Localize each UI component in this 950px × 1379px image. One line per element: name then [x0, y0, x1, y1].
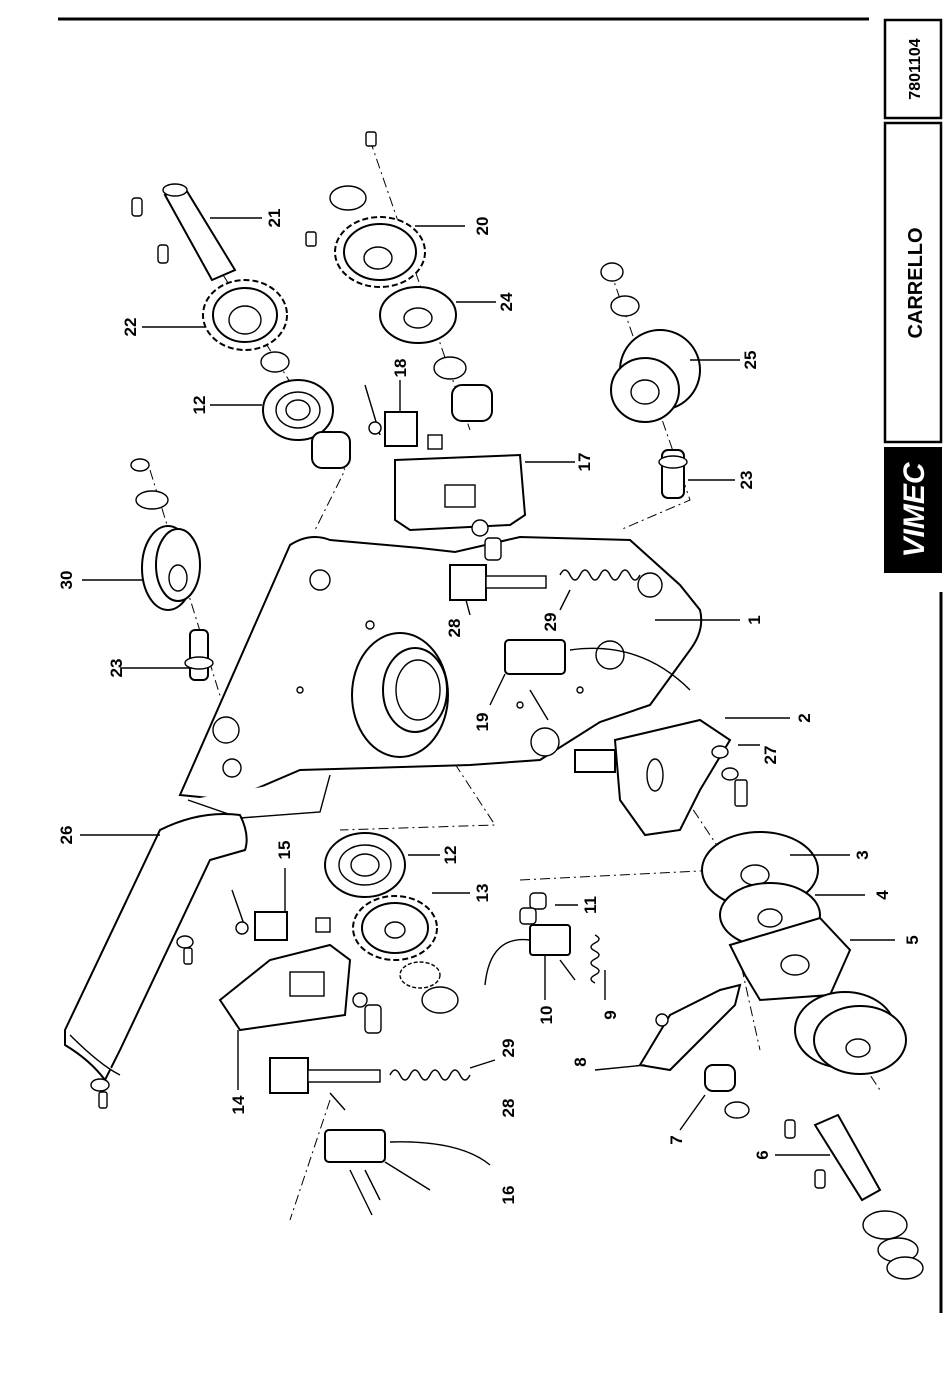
part-lower-pulley: [795, 992, 906, 1074]
callout-26: 26: [57, 826, 76, 845]
callout-21: 21: [265, 209, 284, 228]
callout-12-lower: 12: [441, 846, 460, 865]
callout-2: 2: [795, 713, 814, 722]
part-23-shaft-left: [185, 630, 213, 680]
callout-8: 8: [571, 1057, 590, 1066]
callout-23-right: 23: [737, 471, 756, 490]
callout-12-upper: 12: [190, 396, 209, 415]
brand-logo-text: VIMEC: [898, 461, 931, 557]
part-18-microswitch: [365, 385, 442, 449]
callout-4: 4: [873, 890, 892, 900]
part-20-gear: [306, 132, 425, 287]
callout-18: 18: [391, 359, 410, 378]
part-11-spacers: [520, 893, 546, 924]
callout-1: 1: [745, 615, 764, 624]
callout-9: 9: [601, 1010, 620, 1019]
part-26-cover: [65, 814, 247, 1108]
callout-20: 20: [473, 217, 492, 236]
callout-7: 7: [667, 1135, 686, 1144]
callout-19: 19: [473, 713, 492, 732]
callout-24: 24: [497, 292, 516, 311]
callout-10: 10: [537, 1006, 556, 1025]
part-12-bearing-lower: [325, 833, 405, 897]
callout-22: 22: [121, 318, 140, 337]
callout-30: 30: [57, 571, 76, 590]
section-title: CARRELLO: [905, 227, 927, 338]
part-29-spring-lower: [390, 1070, 470, 1080]
callout-29-lower: 29: [499, 1039, 518, 1058]
callout-15: 15: [275, 841, 294, 860]
title-block: 7801104 CARRELLO VIMEC: [885, 20, 941, 1313]
drawing-code: 7801104: [907, 38, 924, 100]
callout-5: 5: [903, 935, 922, 944]
part-21-shaft: [132, 184, 235, 280]
callout-28-upper: 28: [445, 619, 464, 638]
callout-13: 13: [473, 884, 492, 903]
callout-27: 27: [761, 746, 780, 765]
part-13-gear: [353, 896, 458, 1013]
part-27-screws: [712, 746, 747, 806]
part-30-pulley: [131, 459, 200, 610]
callout-14: 14: [229, 1095, 248, 1114]
part-15-microswitch: [232, 890, 330, 940]
part-14-bracket: [220, 945, 381, 1033]
callout-11: 11: [581, 896, 600, 914]
part-plate-bushing: [352, 633, 448, 757]
callout-28-lower: 28: [499, 1099, 518, 1118]
callout-23-left: 23: [107, 659, 126, 678]
part-12-bearing-upper: [263, 380, 350, 468]
part-9-spring: [591, 935, 599, 983]
callout-17: 17: [575, 453, 594, 472]
part-2-lever-plate: [575, 720, 730, 835]
callout-6: 6: [753, 1150, 772, 1159]
part-22-gear: [203, 280, 289, 372]
part-24-flange: [380, 287, 492, 421]
callout-16: 16: [499, 1186, 518, 1205]
callout-25: 25: [741, 351, 760, 370]
part-28-plunger-lower: [270, 1058, 380, 1093]
part-23-shaft-right: [659, 450, 687, 498]
part-10-sensor: [485, 925, 575, 985]
part-25-pulley: [601, 263, 700, 422]
part-8-lever: [640, 985, 740, 1070]
part-6-shaft: [785, 1115, 923, 1279]
part-16-microswitch: [325, 1130, 490, 1215]
part-7-roller: [705, 1065, 749, 1118]
callout-29-upper: 29: [541, 613, 560, 632]
callout-3: 3: [853, 850, 872, 859]
